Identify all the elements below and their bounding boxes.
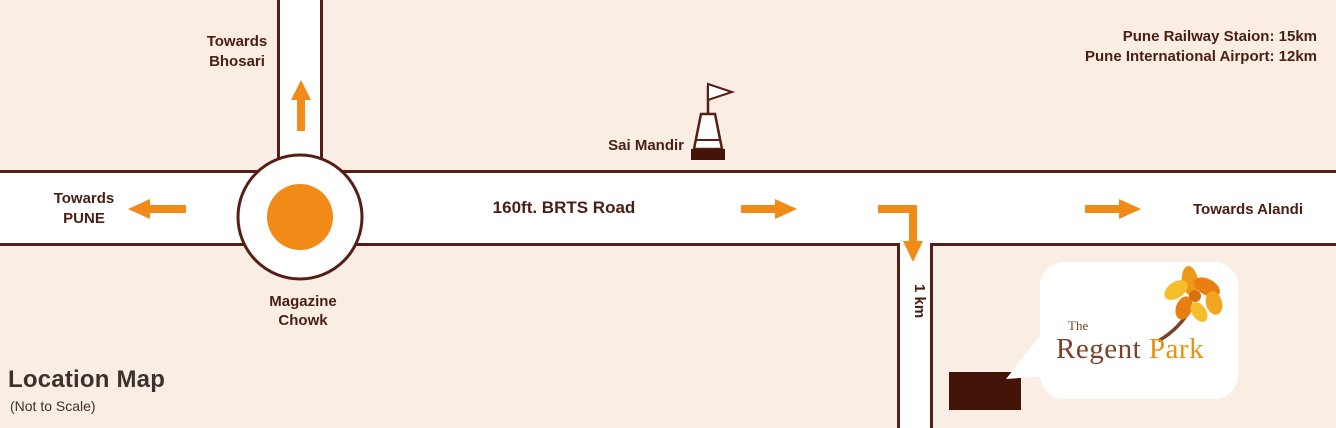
label-brts-road: 160ft. BRTS Road: [492, 198, 636, 217]
vertical-road-south: [897, 242, 933, 428]
roundabout-center: [267, 184, 333, 250]
label-airport-distance: Pune International Airport: 12km: [1085, 48, 1317, 65]
arrow-right-alandi-icon: [1085, 199, 1141, 219]
arrow-left-pune-icon: [128, 199, 186, 219]
arrow-up-bhosari-icon: [291, 80, 311, 131]
page-title: Location Map: [8, 366, 166, 393]
label-towards-alandi: Towards Alandi: [1192, 201, 1303, 218]
label-towards-pune: Towards PUNE: [53, 190, 115, 227]
regent-park-logo: The Regent Park: [1056, 318, 1228, 366]
flower-tree-icon: [1158, 266, 1223, 342]
label-magazine-chowk: Magazine Chowk: [269, 293, 337, 329]
callout-bubble: [1040, 262, 1238, 399]
arrow-turn-down-icon: [878, 205, 923, 262]
temple-icon: [691, 82, 736, 160]
logo-regent: Regent: [1056, 333, 1142, 365]
page-subtitle: (Not to Scale): [10, 398, 96, 414]
label-sai-mandir: Sai Mandir: [608, 137, 684, 154]
roundabout: [236, 153, 364, 281]
label-one-km: 1 km: [911, 284, 928, 319]
label-towards-bhosari: Towards Bhosari: [206, 33, 268, 70]
callout-tail: [1006, 326, 1048, 379]
distance-info: Pune Railway Staion: 15km Pune Internati…: [1085, 27, 1317, 67]
label-railway-distance: Pune Railway Staion: 15km: [1122, 28, 1317, 45]
arrow-right-brts-icon: [741, 199, 797, 219]
logo-the: The: [1068, 318, 1089, 333]
logo-park: Park: [1148, 333, 1205, 365]
